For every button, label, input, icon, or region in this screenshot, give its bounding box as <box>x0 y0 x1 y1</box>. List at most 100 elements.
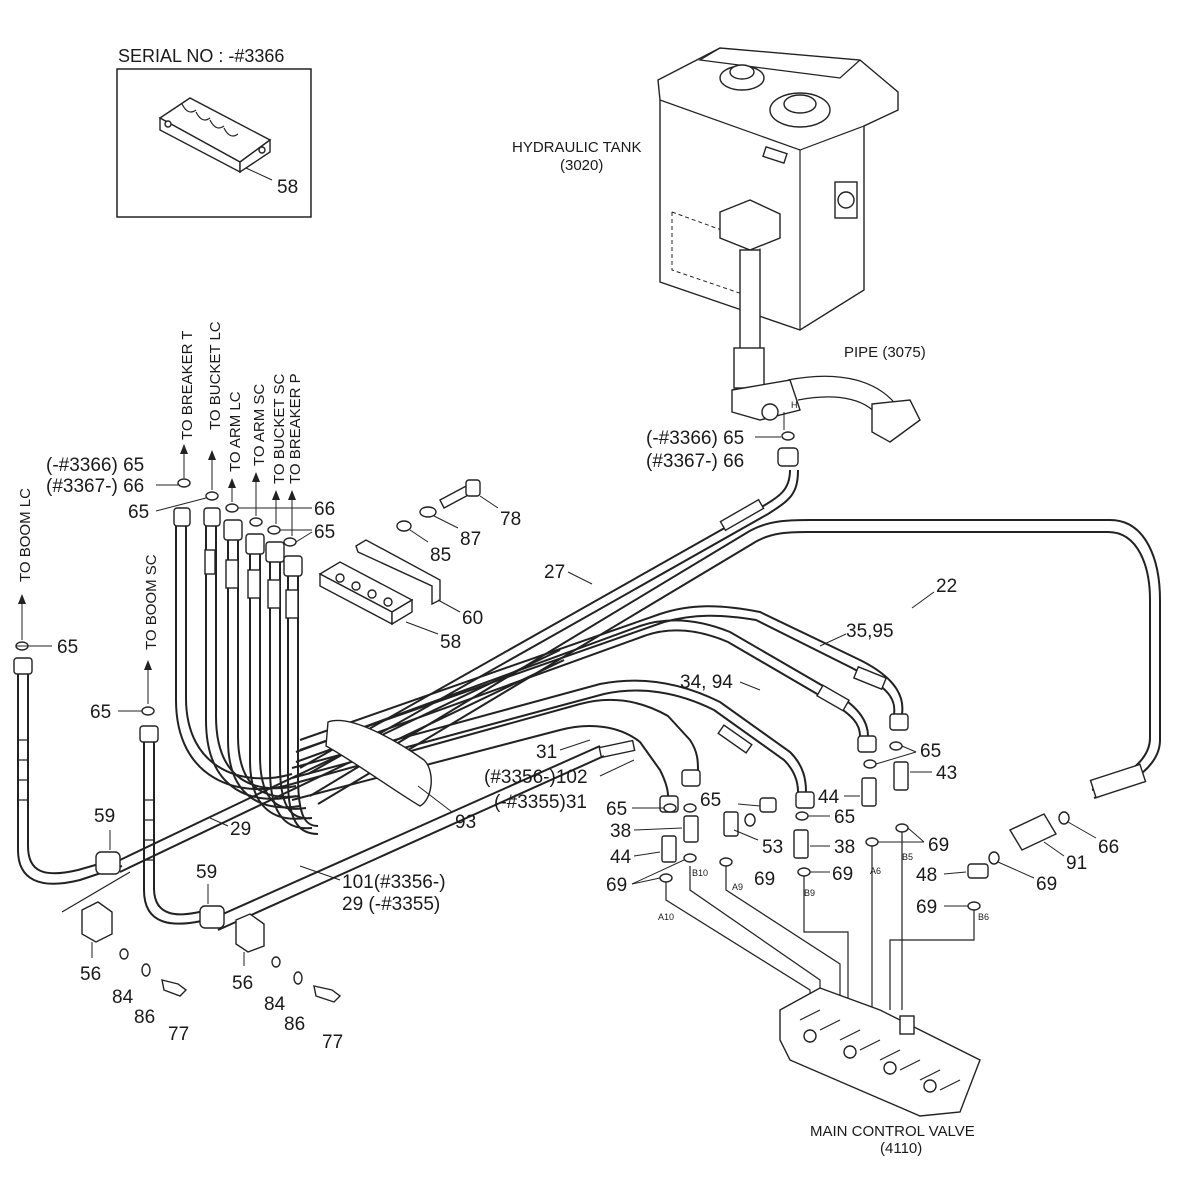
callout-44b: 44 <box>610 847 632 868</box>
main-control-valve: MAIN CONTROL VALVE (4110) <box>779 987 981 1157</box>
callout-85: 85 <box>430 545 451 566</box>
callout-53: 53 <box>762 837 783 858</box>
dest-breaker-p: TO BREAKER P <box>287 373 304 484</box>
callout-84a: 84 <box>112 987 134 1008</box>
tank-outlet-fitting: (-#3366) 65 (#3367-) 66 <box>646 412 799 472</box>
port-a6: A6 <box>870 866 881 876</box>
pipe-31-bundle <box>291 679 815 813</box>
callout-56a: 56 <box>80 964 101 985</box>
callout-58: 58 <box>440 632 461 653</box>
pipe-27 <box>299 469 799 775</box>
callout-27: 27 <box>544 562 565 583</box>
callout-left-oring-65: (-#3366) 65 <box>46 455 144 476</box>
callout-31: 31 <box>536 742 557 763</box>
callout-91: 91 <box>1066 853 1087 874</box>
pipe-35-95 <box>299 605 909 751</box>
callout-59b: 59 <box>196 862 217 883</box>
port-h-label: H <box>791 400 798 410</box>
callout-69c: 69 <box>832 864 853 885</box>
hose-boom-sc <box>139 725 215 925</box>
callout-56b: 56 <box>232 973 253 994</box>
destination-labels: TO BOOM LC TO BOOM SC TO BREAKER T TO BU… <box>17 321 304 650</box>
dest-bucket-sc: TO BUCKET SC <box>271 374 288 484</box>
callout-65f: 65 <box>700 790 721 811</box>
callout-43: 43 <box>936 763 957 784</box>
inset-clamp-block <box>158 97 272 174</box>
bracket-parts: 78 87 85 60 58 <box>318 479 521 653</box>
port-b5: B5 <box>902 852 913 862</box>
valve-number: (4110) <box>880 1140 922 1157</box>
tank-label: HYDRAULIC TANK <box>512 139 641 156</box>
callout-38b: 38 <box>834 837 855 858</box>
callout-22: 22 <box>936 576 957 597</box>
callout-77a: 77 <box>168 1024 189 1045</box>
port-lines <box>665 832 975 1010</box>
callout-69a: 69 <box>606 875 627 896</box>
inset-part-58: 58 <box>277 177 298 198</box>
callout-65g: 65 <box>834 807 855 828</box>
hose-breaker-p <box>283 555 319 835</box>
dest-arm-lc: TO ARM LC <box>227 391 244 472</box>
port-b9: B9 <box>804 888 815 898</box>
callout-86a: 86 <box>134 1007 155 1028</box>
callout-102: (#3356-)102 <box>484 767 588 788</box>
dest-breaker-t: TO BREAKER T <box>179 331 196 440</box>
lower-clamps: 59 59 56 84 86 77 56 84 86 77 <box>61 806 343 1053</box>
valve-label: MAIN CONTROL VALVE <box>810 1123 975 1140</box>
callout-69d: 69 <box>928 835 949 856</box>
pipe-label: PIPE (3075) <box>844 344 926 361</box>
hose-bucket-sc <box>265 541 313 830</box>
callout-87: 87 <box>460 529 481 550</box>
callout-69f: 69 <box>916 897 937 918</box>
callout-84b: 84 <box>264 994 286 1015</box>
left-callouts: (-#3366) 65 (#3367-) 66 65 66 65 65 65 <box>16 455 335 723</box>
port-b10: B10 <box>692 868 708 878</box>
pipe-22 <box>309 519 1161 805</box>
callout-66: 66 <box>314 499 335 520</box>
callout-93: 93 <box>455 812 476 833</box>
callout-44a: 44 <box>818 787 840 808</box>
callout-78: 78 <box>500 509 521 530</box>
callout-34-94: 34, 94 <box>680 672 733 693</box>
callout-35-95: 35,95 <box>846 621 894 642</box>
clamp-93 <box>325 719 453 813</box>
hose-breaker-t <box>173 507 293 791</box>
hydraulic-tank: HYDRAULIC TANK (3020) PIPE (3075) H <box>512 47 926 443</box>
tank-number: (3020) <box>560 157 603 174</box>
inset-serial-label: SERIAL NO : -#3366 <box>118 46 284 66</box>
callout-86b: 86 <box>284 1014 305 1035</box>
dest-boom-sc: TO BOOM SC <box>143 554 160 650</box>
callout-101: 101(#3356-) <box>342 872 446 893</box>
callout-65d: 65 <box>90 702 111 723</box>
pipe-callouts: 27 22 35,95 34, 94 31 (#3356-)102 (-#335… <box>209 562 957 915</box>
callout-59a: 59 <box>94 806 115 827</box>
serial-inset: SERIAL NO : -#3366 58 <box>116 46 312 218</box>
dest-bucket-lc: TO BUCKET LC <box>207 321 224 430</box>
hose-boom-lc <box>13 657 123 885</box>
callout-77b: 77 <box>322 1032 343 1053</box>
hose-arm-sc <box>245 533 307 820</box>
callout-65a: 65 <box>128 502 149 523</box>
valve-fittings: 65 43 44 65 53 65 38 65 38 44 69 B10 <box>606 741 1119 922</box>
port-b6: B6 <box>978 912 989 922</box>
port-a9: A9 <box>732 882 743 892</box>
callout-38a: 38 <box>610 821 631 842</box>
pipe-34-94 <box>295 619 877 763</box>
callout-left-oring-66: (#3367-) 66 <box>46 476 144 497</box>
callout-29: 29 <box>230 819 251 840</box>
callout-65c: 65 <box>57 637 78 658</box>
callout-tank-oring-65: (-#3366) 65 <box>646 428 744 449</box>
dest-boom-lc: TO BOOM LC <box>17 488 34 582</box>
callout-66b: 66 <box>1098 837 1119 858</box>
callout-60: 60 <box>462 608 483 629</box>
callout-65e: 65 <box>920 741 941 762</box>
callout-29b: 29 (-#3355) <box>342 894 440 915</box>
dest-arm-sc: TO ARM SC <box>251 384 268 466</box>
callout-65b: 65 <box>314 522 335 543</box>
callout-48: 48 <box>916 865 937 886</box>
port-a10: A10 <box>658 912 674 922</box>
callout-31b: (-#3355)31 <box>494 792 587 813</box>
callout-tank-oring-66: (#3367-) 66 <box>646 451 744 472</box>
